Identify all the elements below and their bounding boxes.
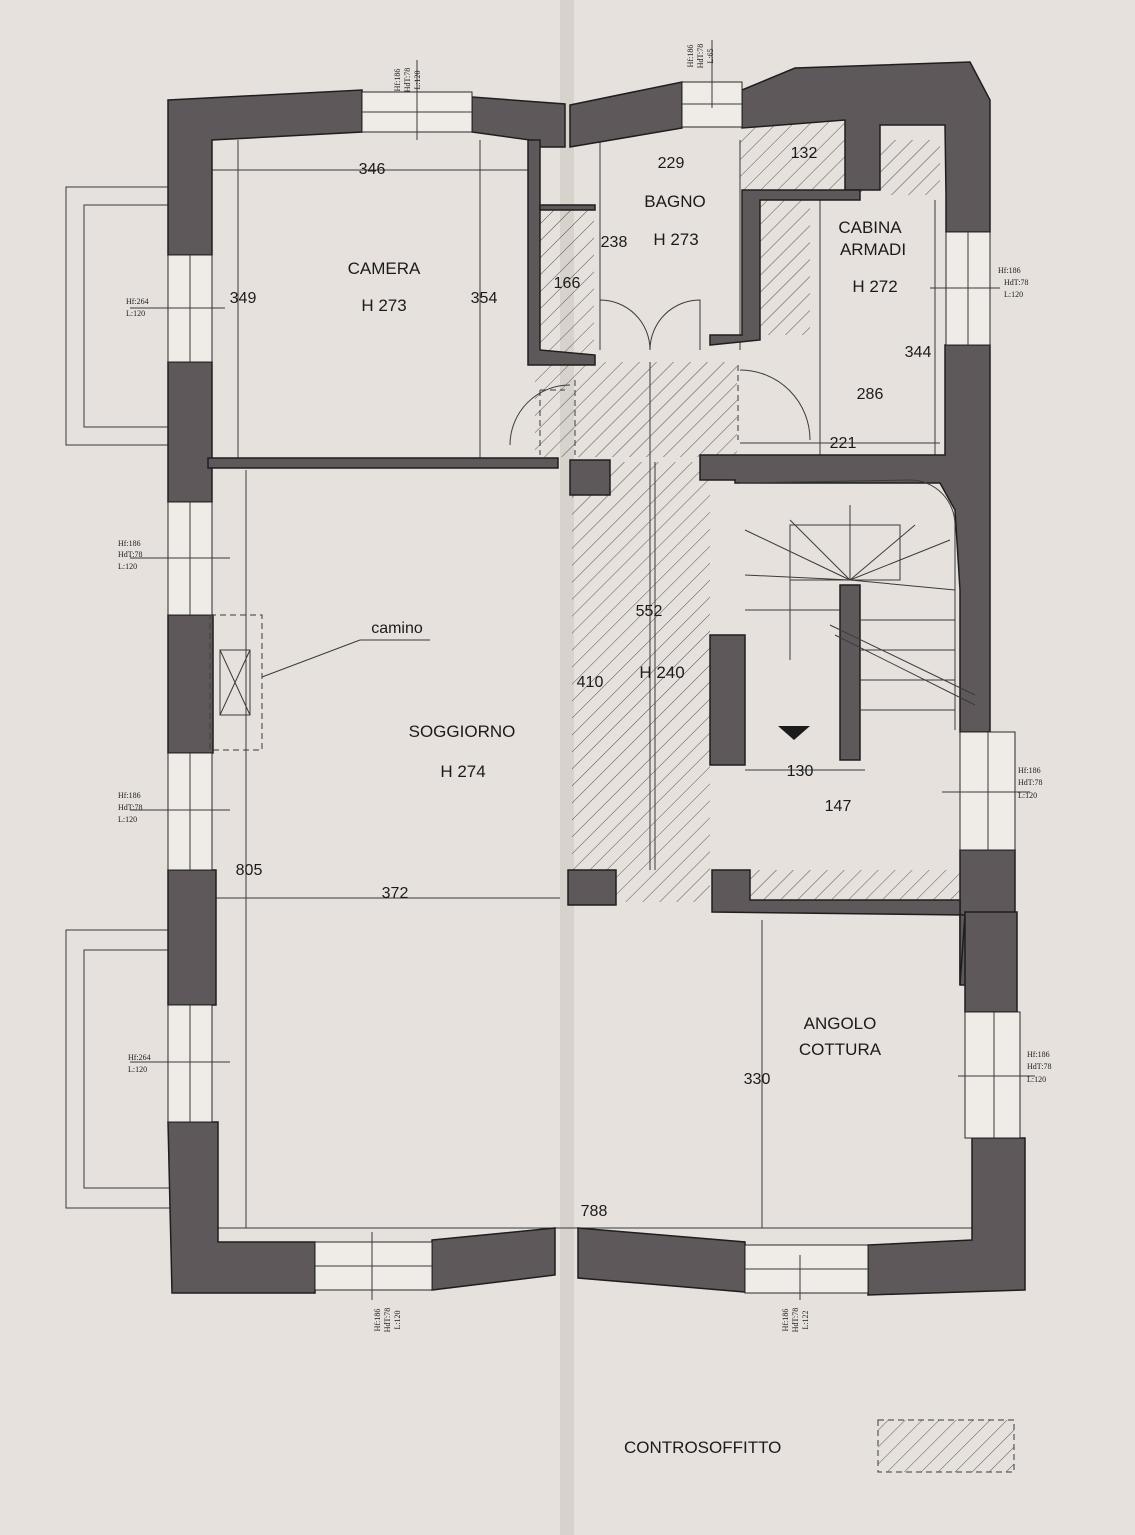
room-bagno-name: BAGNO — [644, 192, 705, 211]
legend-label: CONTROSOFFITTO — [624, 1438, 781, 1457]
interior-lines — [212, 140, 972, 1229]
room-angolo-name-line1: ANGOLO — [804, 1014, 877, 1033]
dim-349: 349 — [230, 290, 257, 307]
window-spec-line: L:120 — [413, 70, 422, 89]
window-spec-line: Hf:186 — [1018, 766, 1041, 775]
room-camera-name: CAMERA — [348, 259, 421, 278]
window-spec-bottom-right: Hf:186 HdT:78 L:122 — [781, 1308, 810, 1333]
fireplace — [209, 614, 430, 751]
room-cabina-height: H 272 — [852, 277, 897, 296]
dim-788: 788 — [581, 1203, 608, 1220]
dim-147: 147 — [825, 798, 852, 815]
window-spec-line: L:120 — [118, 815, 137, 824]
window-spec-top-left: Hf:186 HdT:78 L:120 — [393, 68, 422, 93]
window-spec-line: Hf:264 — [128, 1053, 151, 1062]
window-spec-line: Hf:186 — [781, 1309, 790, 1332]
fireplace-label: camino — [371, 620, 423, 637]
window-spec-line: L:120 — [1004, 290, 1023, 299]
window-spec-line: HdT:78 — [383, 1308, 392, 1333]
room-cabina-name-line1: CABINA — [838, 218, 902, 237]
window-spec-line: HdT:78 — [403, 68, 412, 93]
window-spec-line: HdT:78 — [1018, 778, 1043, 787]
window-spec-bottom-left: Hf:186 HdT:78 L:120 — [373, 1308, 402, 1333]
room-bagno-height: H 273 — [653, 230, 698, 249]
dim-346: 346 — [359, 161, 386, 178]
window-spec-line: L:65 — [706, 48, 715, 63]
dim-238: 238 — [601, 234, 628, 251]
window-spec-line: HdT:78 — [118, 803, 143, 812]
window-spec-line: L:122 — [801, 1310, 810, 1329]
window-spec-right-stair: Hf:186 HdT:78 L:120 — [1018, 766, 1043, 800]
balcony-lower — [65, 929, 175, 1209]
stair-direction-arrow — [778, 726, 810, 740]
window-spec-line: Hf:186 — [373, 1309, 382, 1332]
legend-hatch-swatch — [877, 1419, 1015, 1473]
dim-286: 286 — [857, 386, 884, 403]
legend: CONTROSOFFITTO — [624, 1419, 1015, 1473]
window-spec-left-middle: Hf:186 HdT:78 L:120 — [118, 791, 143, 824]
window-spec-line: L:120 — [128, 1065, 147, 1074]
window-spec-right-cabina: Hf:186 HdT:78 L:120 — [998, 266, 1029, 299]
room-cabina-name-line2: ARMADI — [840, 240, 906, 259]
dim-130: 130 — [787, 763, 814, 780]
window-spec-line: Hf:186 — [393, 69, 402, 92]
dim-221: 221 — [830, 435, 857, 452]
room-corridor-height: H 240 — [639, 663, 684, 682]
doors — [509, 299, 811, 446]
dim-166: 166 — [554, 275, 581, 292]
dim-344: 344 — [905, 344, 932, 361]
window-spec-line: Hf:186 — [118, 539, 141, 548]
window-spec-left-lower: Hf:264 L:120 — [128, 1053, 151, 1074]
window-spec-line: Hf:186 — [998, 266, 1021, 275]
window-spec-line: Hf:186 — [686, 45, 695, 68]
window-spec-line: L:120 — [393, 1310, 402, 1329]
dim-372: 372 — [382, 885, 409, 902]
window-spec-line: L:120 — [126, 309, 145, 318]
room-camera-height: H 273 — [361, 296, 406, 315]
walls — [167, 61, 1026, 1296]
dim-354: 354 — [471, 290, 498, 307]
dim-132: 132 — [791, 145, 818, 162]
window-spec-line: HdT:78 — [1004, 278, 1029, 287]
room-soggiorno-height: H 274 — [440, 762, 485, 781]
window-spec-line: Hf:264 — [126, 297, 149, 306]
window-spec-line: L:120 — [1027, 1075, 1046, 1084]
window-spec-right-kitchen: Hf:186 HdT:78 L:120 — [1027, 1050, 1052, 1084]
window-spec-line: HdT:78 — [696, 44, 705, 69]
dim-805: 805 — [236, 862, 263, 879]
window-spec-line: HdT:78 — [791, 1308, 800, 1333]
window-spec-top-right: Hf:186 HdT:78 L:65 — [686, 44, 715, 69]
window-spec-left-upper: Hf:186 HdT:78 L:120 — [118, 539, 143, 571]
window-specs: Hf:186 HdT:78 L:120 Hf:186 HdT:78 L:65 H… — [118, 44, 1052, 1333]
dim-410: 410 — [577, 674, 604, 691]
window-spec-line: Hf:186 — [118, 791, 141, 800]
window-spec-line: Hf:186 — [1027, 1050, 1050, 1059]
staircase — [739, 479, 976, 740]
dim-330: 330 — [744, 1071, 771, 1088]
room-angolo-name-line2: COTTURA — [799, 1040, 882, 1059]
window-spec-left-camera: Hf:264 L:120 — [126, 297, 149, 318]
window-spec-line: L:120 — [1018, 791, 1037, 800]
room-soggiorno-name: SOGGIORNO — [409, 722, 516, 741]
dim-552: 552 — [636, 603, 663, 620]
window-spec-line: L:120 — [118, 562, 137, 571]
dimension-labels: 346 349 354 229 132 238 166 344 286 221 … — [230, 145, 932, 1220]
window-leaders — [130, 40, 1035, 1300]
balcony-upper — [65, 186, 169, 446]
dim-229: 229 — [658, 155, 685, 172]
window-spec-line: HdT:78 — [118, 550, 143, 559]
window-spec-line: HdT:78 — [1027, 1062, 1052, 1071]
false-ceiling-areas — [535, 120, 960, 902]
